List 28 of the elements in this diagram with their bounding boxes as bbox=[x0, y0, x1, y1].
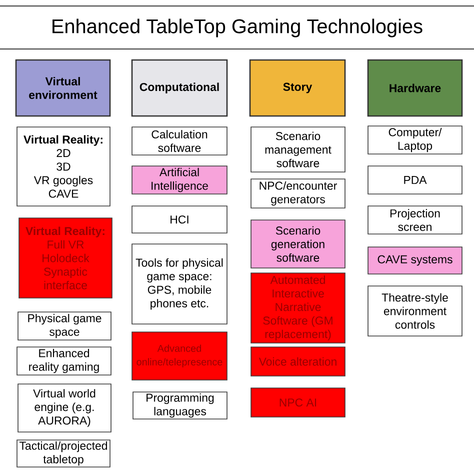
category-box: Story bbox=[249, 59, 346, 117]
item-box: Theatre-style environment controls bbox=[368, 286, 462, 336]
category-box: Hardware bbox=[367, 59, 463, 117]
item-box: PDA bbox=[368, 166, 462, 194]
item-box: Artificial Intelligence bbox=[132, 166, 228, 194]
item-box: Advanced online/telepresence bbox=[132, 332, 228, 380]
item-box: Voice alteration bbox=[250, 346, 346, 376]
item-box: NPC/encounter generators bbox=[250, 178, 346, 208]
item-box: Virtual world engine (e.g. AURORA) bbox=[18, 384, 112, 432]
item-box: Scenario management software bbox=[250, 126, 346, 172]
item-box: Physical game space bbox=[18, 312, 112, 340]
item-box: Programming languages bbox=[132, 392, 228, 420]
title: Enhanced TableTop Gaming Technologies bbox=[52, 18, 422, 38]
item-box: Tactical/projected tabletop bbox=[16, 440, 110, 468]
category-box: Computational bbox=[131, 59, 228, 117]
item-box: CAVE systems bbox=[368, 246, 462, 274]
item-box: Virtual Reality: Full VR Holodeck Synaptic interface bbox=[18, 218, 112, 298]
item-box: NPC AI bbox=[250, 388, 346, 418]
item-box: Virtual Reality: 2D 3D VR googles CAVE bbox=[16, 126, 110, 206]
item-box: Automated Interactive Narrative Software (GM replacement) bbox=[250, 272, 346, 344]
item-box: Computer/ Laptop bbox=[368, 126, 462, 154]
item-box: Projection screen bbox=[368, 206, 462, 234]
category-box: Virtual environment bbox=[15, 59, 111, 117]
item-box: Calculation software bbox=[132, 126, 228, 156]
item-box: HCI bbox=[132, 206, 228, 234]
item-box: Tools for physical game space: GPS, mobile phones etc. bbox=[132, 244, 228, 324]
item-box: Enhanced reality gaming bbox=[16, 346, 112, 376]
item-box: Scenario generation software bbox=[250, 220, 346, 268]
